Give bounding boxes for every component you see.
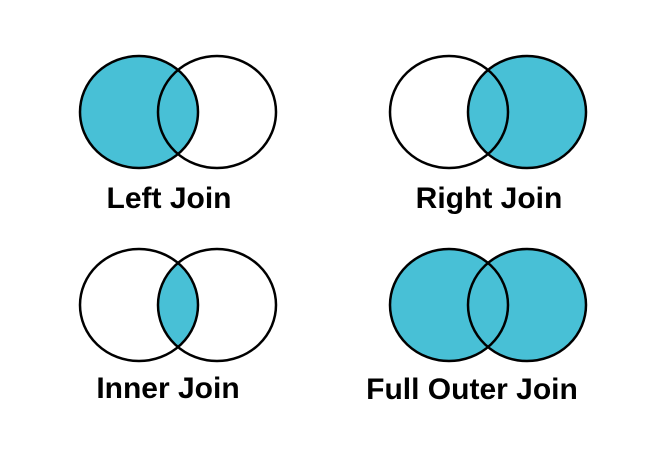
- left-circle-outline: [78, 247, 200, 363]
- right-circle-outline: [156, 247, 278, 363]
- left-circle-outline: [388, 54, 510, 170]
- right-circle-outline: [466, 247, 588, 363]
- intersection-fill: [158, 263, 198, 347]
- label-left-join: Left Join: [106, 182, 232, 215]
- right-circle-outline: [156, 54, 278, 170]
- venn-diagram-right-join: [388, 54, 588, 170]
- right-circle-fill: [468, 249, 586, 361]
- left-circle-outline: [388, 247, 510, 363]
- right-circle-fill: [468, 56, 586, 168]
- label-inner-join: Inner Join: [96, 372, 240, 405]
- venn-diagram-left-join: [78, 54, 278, 170]
- left-circle-fill: [80, 56, 198, 168]
- right-circle-outline: [466, 54, 588, 170]
- label-full-outer-join: Full Outer Join: [366, 373, 578, 406]
- left-circle-outline: [78, 54, 200, 170]
- venn-diagram-inner-join: [78, 247, 278, 363]
- label-right-join: Right Join: [415, 182, 563, 215]
- venn-diagram-full-outer-join: [388, 247, 588, 363]
